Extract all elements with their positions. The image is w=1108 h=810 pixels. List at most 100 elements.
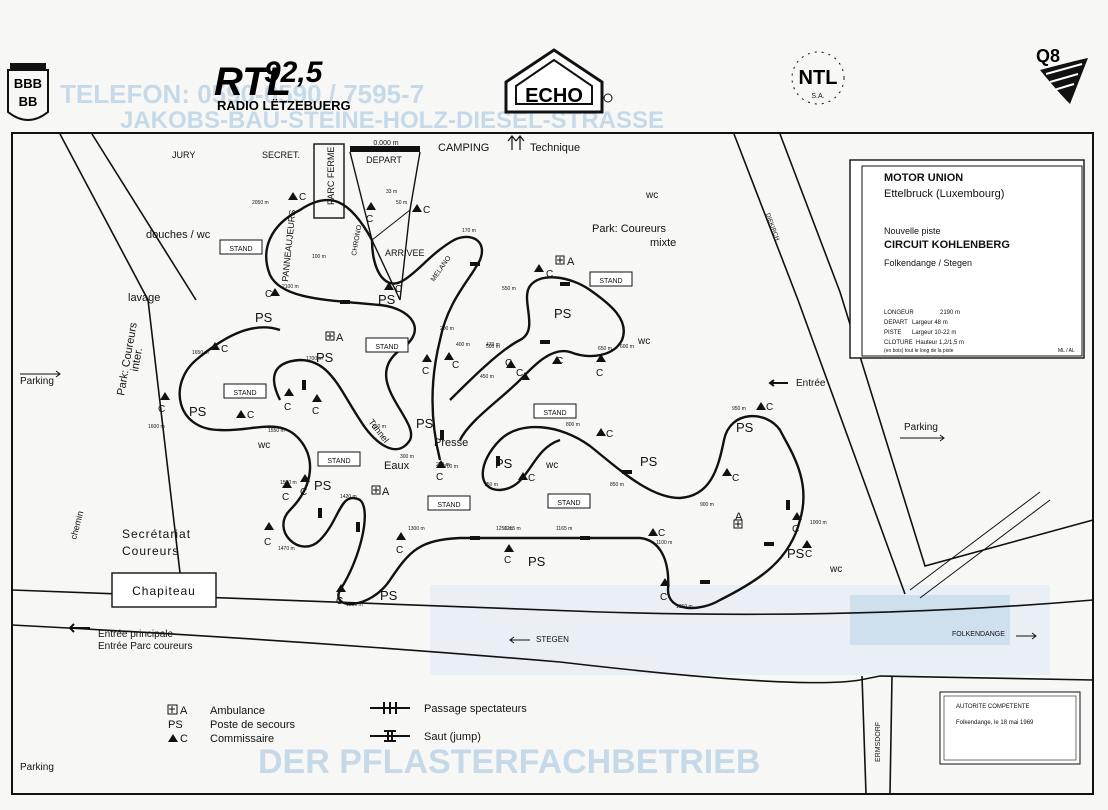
road-diekirch-left	[733, 133, 906, 595]
dist-900: 900 m	[700, 502, 714, 508]
camping-label: CAMPING	[438, 142, 489, 154]
svg-text:C: C	[299, 192, 306, 203]
ambulance-markers: A A A A	[325, 255, 743, 529]
melano-label: MELANO	[430, 254, 453, 283]
stand-5-label: STAND	[437, 502, 460, 509]
q8-logo: Q8	[1036, 46, 1088, 104]
rtl-frequency: 92,5	[264, 56, 324, 89]
info-depart-label: DEPART	[884, 320, 908, 326]
dist-500: 500 m	[486, 344, 500, 350]
parc-ferme-box	[313, 143, 345, 219]
dist-850: 850 m	[610, 482, 624, 488]
authority-box: AUTORITE COMPETENTE Folkendange, le 18 m…	[939, 691, 1081, 765]
dist-350: 350 m	[372, 424, 386, 430]
ps-6: PS	[554, 306, 572, 321]
ps-5: PS	[416, 416, 434, 431]
track-arrows	[302, 262, 790, 584]
dist-1250: 1250 m	[496, 526, 513, 532]
svg-text:C: C	[452, 360, 459, 371]
tunnel-label: Tunnel	[366, 417, 391, 445]
info-depart-val: Largeur 48 m	[912, 320, 948, 326]
wc-label-5: wc	[829, 564, 842, 575]
douches-label: douches / wc	[146, 229, 211, 241]
ghost-phone: TELEFON: 0590-0590 / 7595-7	[60, 79, 424, 109]
dist-1050: 1050 m	[676, 604, 693, 610]
road-stegen-lower	[11, 624, 1094, 684]
svg-text:A: A	[336, 332, 344, 344]
svg-text:C: C	[396, 545, 403, 556]
parc-ferme-label: PARC FERME	[326, 147, 336, 205]
svg-text:C: C	[366, 214, 373, 225]
svg-text:C: C	[436, 472, 443, 483]
entree-principale-label: Entrée principale	[98, 629, 173, 640]
stand-2-label: STAND	[233, 390, 256, 397]
stand-1	[219, 239, 263, 255]
info-cloture-val: Hauteur 1,2/1,5 m	[916, 340, 964, 346]
info-cloture-note: (en bois) tout le long de la piste	[884, 348, 954, 354]
svg-text:C: C	[516, 368, 523, 379]
svg-text:C: C	[596, 368, 603, 379]
stand-7-label: STAND	[543, 410, 566, 417]
ps-7: PS	[495, 456, 513, 471]
park-inter-label: inter.	[129, 347, 145, 373]
depart-label: DEPART	[366, 155, 402, 165]
info-piste-val: Largeur 10-22 m	[912, 330, 956, 336]
dist-1600: 1600 m	[148, 424, 165, 430]
info-line2: Ettelbruck (Luxembourg)	[884, 188, 1004, 200]
svg-text:C: C	[284, 402, 291, 413]
ps-labels: PS PS PS PS PS PS PS PS PS PS PS PS PS	[189, 292, 805, 603]
legend-ambulance-symbol: A	[180, 705, 188, 717]
wc-label-1: wc	[645, 190, 658, 201]
authority-line: Folkendange, le 18 mai 1969	[956, 720, 1034, 726]
stand-8-label: STAND	[599, 278, 622, 285]
dist-1100: 1100 m	[656, 540, 672, 546]
parking-bottom-label: Parking	[20, 762, 54, 773]
track-west-loop	[178, 326, 321, 548]
wc-label-2: wc	[257, 440, 270, 451]
ps-12: PS	[380, 588, 398, 603]
svg-text:C: C	[805, 549, 812, 560]
secretariat-label-1: Secrétariat	[122, 527, 191, 541]
ps-13: PS	[787, 546, 805, 561]
svg-text:C: C	[312, 406, 319, 417]
dist-170: 170 m	[462, 228, 476, 234]
svg-text:C: C	[528, 473, 535, 484]
dist-1000: 1000 m	[810, 520, 827, 526]
authority-title: AUTORITE COMPETENTE	[956, 704, 1030, 710]
chapiteau-box	[111, 572, 217, 608]
header-logos: BBB BB RTL 92,5 RADIO LËTZEBUERG ECHO NT…	[7, 46, 1088, 121]
echo-logo: ECHO	[504, 48, 613, 114]
info-line1: MOTOR UNION	[884, 172, 963, 184]
wc-label-4: wc	[637, 336, 650, 347]
ps-8: PS	[640, 454, 658, 469]
svg-text:C: C	[606, 429, 613, 440]
dist-470: 470 m	[486, 342, 500, 348]
chemin-label: chemin	[68, 510, 85, 541]
ghost-bottom: DER PFLASTERFACHBETRIEB	[258, 743, 760, 781]
dist-1420: 1420 m	[340, 494, 357, 500]
info-piste-label: PISTE	[884, 330, 901, 336]
stand-2	[223, 383, 267, 399]
svg-text:A: A	[567, 256, 575, 268]
dist-750: 750 m	[484, 482, 498, 488]
legend-passage: Passage spectateurs	[424, 703, 527, 715]
dist-1165: 1165 m	[556, 526, 572, 532]
secretariat-label-2: Coureurs	[122, 544, 179, 558]
track-diagonal-2	[919, 499, 1051, 599]
info-longueur-val: 2190 m	[940, 310, 960, 316]
dist-550: 550 m	[502, 286, 516, 292]
dist-650: 650 m	[598, 346, 612, 352]
svg-text:C: C	[732, 473, 739, 484]
park-mixte-label-2: mixte	[650, 237, 676, 249]
svg-text:C: C	[336, 596, 343, 607]
dist-200: 200 m	[440, 326, 454, 332]
info-box: MOTOR UNION Ettelbruck (Luxembourg) Nouv…	[849, 159, 1085, 359]
entree-label: Entrée	[796, 378, 826, 389]
stand-6-label: STAND	[557, 500, 580, 507]
info-longueur-label: LONGEUR	[884, 310, 914, 316]
distance-markers: 2050 m 2100 m 1700 m 1650 m 1600 m 1550 …	[148, 189, 827, 610]
track-north-east-loop	[370, 235, 484, 461]
dist-33: 33 m	[386, 189, 397, 195]
